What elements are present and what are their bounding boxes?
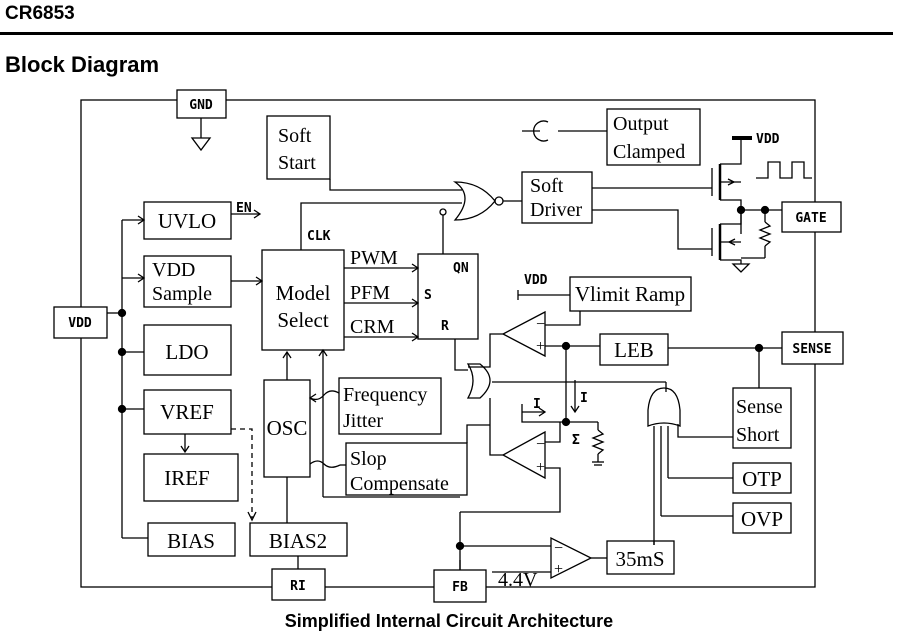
svg-text:LDO: LDO: [165, 340, 208, 364]
svg-text:S: S: [424, 288, 432, 303]
bias-block: BIAS: [147, 522, 236, 557]
svg-text:OVP: OVP: [741, 507, 783, 531]
svg-text:−: −: [554, 540, 563, 557]
svg-text:RI: RI: [290, 579, 306, 594]
svg-text:QN: QN: [453, 261, 469, 276]
svg-text:Frequency: Frequency: [343, 384, 427, 406]
svg-text:Clamped: Clamped: [613, 141, 685, 163]
svg-text:IREF: IREF: [164, 466, 210, 490]
nor-gate: [439, 181, 522, 221]
svg-text:OTP: OTP: [742, 467, 782, 491]
svg-text:VREF: VREF: [160, 400, 214, 424]
svg-text:BIAS2: BIAS2: [269, 529, 327, 553]
fb-comparator: − + 4.4V: [455, 536, 607, 591]
svg-text:+: +: [554, 561, 563, 578]
part-number: CR6853: [5, 3, 75, 24]
svg-text:Σ: Σ: [572, 433, 580, 448]
svg-text:I: I: [533, 397, 541, 412]
frequency-jitter-block: Frequency Jitter: [308, 377, 442, 435]
svg-text:LEB: LEB: [614, 338, 654, 362]
section-title: Block Diagram: [5, 52, 160, 77]
current-sum: I I Σ: [521, 346, 605, 466]
svg-text:Sample: Sample: [152, 283, 212, 305]
svg-text:PFM: PFM: [350, 282, 390, 304]
svg-text:R: R: [441, 319, 449, 334]
leb-block: LEB: [561, 333, 782, 366]
figure-caption: Simplified Internal Circuit Architecture: [284, 611, 614, 631]
svg-text:Short: Short: [736, 424, 780, 446]
timer-block: 35mS: [606, 540, 675, 575]
svg-text:−: −: [536, 316, 545, 333]
svg-text:BIAS: BIAS: [167, 529, 215, 553]
svg-text:VDD: VDD: [152, 259, 195, 281]
ovp-block: OVP: [661, 502, 792, 534]
svg-text:+: +: [536, 338, 545, 355]
svg-text:I: I: [580, 391, 588, 406]
pin-gnd: GND: [176, 89, 227, 152]
svg-text:CRM: CRM: [350, 316, 395, 338]
svg-text:PWM: PWM: [350, 247, 398, 269]
otp-block: OTP: [668, 462, 792, 494]
bias2-block: BIAS2: [249, 522, 348, 557]
svg-text:UVLO: UVLO: [158, 209, 216, 233]
svg-text:GATE: GATE: [795, 211, 826, 226]
svg-text:Output: Output: [613, 113, 669, 135]
svg-text:VDD: VDD: [524, 273, 548, 288]
or-gate-right: [647, 387, 681, 545]
svg-text:FB: FB: [452, 580, 468, 595]
svg-text:GND: GND: [189, 98, 213, 113]
svg-text:−: −: [536, 436, 545, 453]
svg-text:Model: Model: [276, 281, 331, 305]
pin-fb: FB: [433, 560, 487, 603]
output-clamped-block: Output Clamped: [522, 108, 701, 166]
and-gate-left: [466, 363, 667, 399]
soft-driver-block: Soft Driver: [521, 171, 712, 250]
vdd-sample-block: VDD Sample: [143, 255, 264, 308]
svg-text:Soft: Soft: [278, 125, 312, 147]
output-stage: VDD: [711, 132, 812, 273]
svg-text:4.4V: 4.4V: [498, 569, 538, 591]
svg-text:Select: Select: [277, 308, 328, 332]
svg-text:Driver: Driver: [530, 199, 583, 221]
svg-text:+: +: [536, 459, 545, 476]
svg-text:VDD: VDD: [68, 316, 92, 331]
iref-block: IREF: [143, 453, 239, 502]
svg-text:SENSE: SENSE: [792, 342, 831, 357]
sense-short-block: Sense Short: [677, 348, 792, 449]
svg-text:Soft: Soft: [530, 175, 564, 197]
pin-vdd: VDD: [53, 306, 108, 339]
svg-text:Compensate: Compensate: [350, 473, 449, 495]
svg-text:VDD: VDD: [756, 132, 780, 147]
pin-gate: GATE: [781, 201, 842, 233]
vlimit-ramp-block: VDD Vlimit Ramp: [517, 273, 692, 326]
comparator-upper: − +: [468, 310, 566, 368]
header-rule: [0, 32, 893, 35]
vdd-rail: [107, 215, 148, 539]
svg-text:EN: EN: [236, 201, 252, 216]
slop-compensate-block: Slop Compensate: [309, 424, 490, 496]
svg-text:OSC: OSC: [267, 416, 308, 440]
soft-start-block: Soft Start: [266, 115, 462, 191]
sr-latch: QN S R: [417, 214, 479, 371]
pin-ri: RI: [271, 556, 326, 601]
svg-text:35mS: 35mS: [615, 547, 664, 571]
model-select-block: Model Select CLK PWM PFM CRM: [261, 202, 462, 498]
svg-text:Slop: Slop: [350, 448, 387, 470]
svg-text:Vlimit Ramp: Vlimit Ramp: [575, 282, 685, 306]
svg-text:Start: Start: [278, 152, 316, 174]
osc-block: OSC: [263, 350, 311, 523]
svg-text:CLK: CLK: [307, 229, 331, 244]
svg-text:Sense: Sense: [736, 396, 783, 418]
pin-sense: SENSE: [781, 331, 844, 365]
ldo-block: LDO: [143, 324, 232, 376]
svg-text:Jitter: Jitter: [343, 410, 383, 432]
vref-block: VREF: [143, 389, 257, 522]
uvlo-block: UVLO EN: [143, 201, 262, 240]
